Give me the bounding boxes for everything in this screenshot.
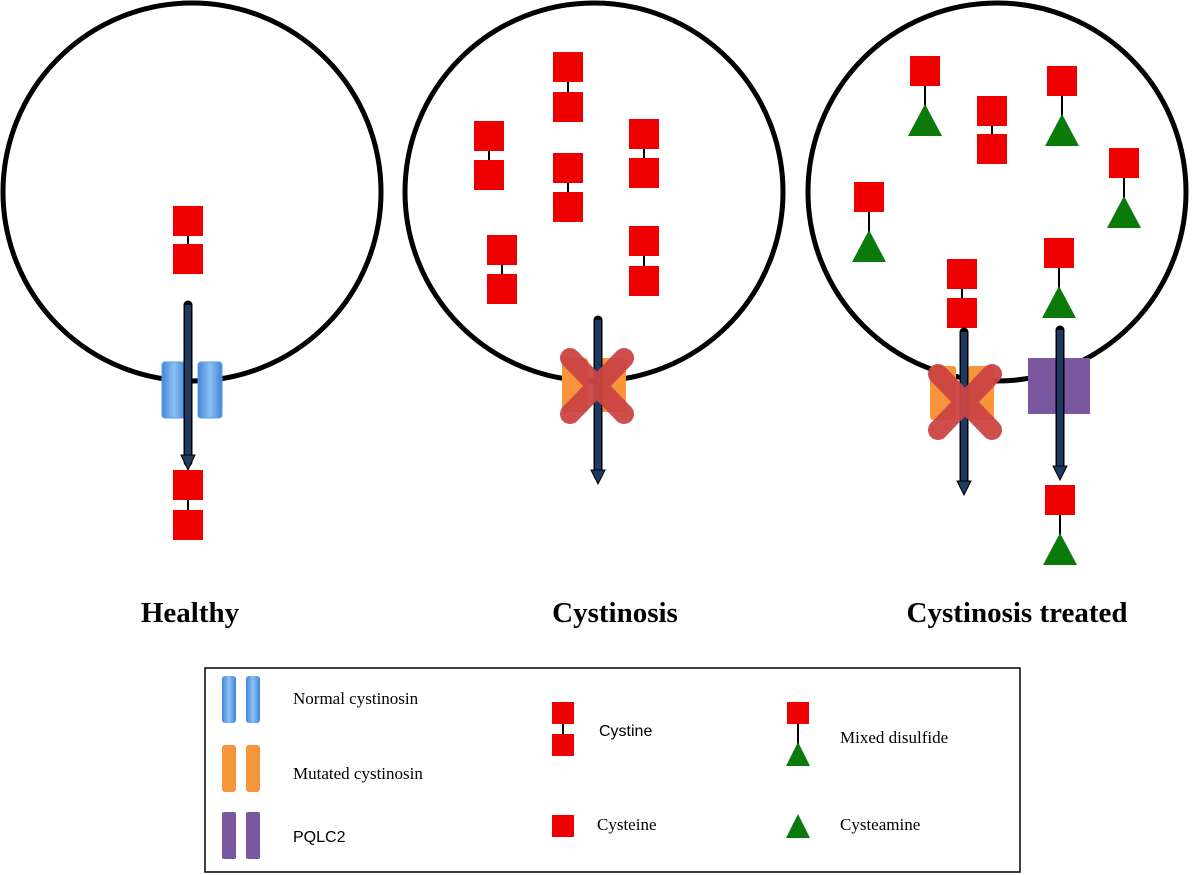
- cysteine-swatch: [552, 815, 574, 837]
- legend-item-pqlc2: PQLC2: [222, 812, 346, 859]
- panel-healthy: Healthy: [0, 0, 384, 629]
- legend-label-cystine: Cystine: [599, 723, 652, 740]
- legend-label-normal-cystinosin: Normal cystinosin: [293, 689, 419, 708]
- legend-box: [204, 667, 1021, 873]
- mixed-disulfide-molecule: [1107, 148, 1141, 228]
- normal-cystinosin-transporter: [161, 361, 223, 419]
- cystine-molecule: [173, 206, 203, 274]
- legend-label-mixed-disulfide: Mixed disulfide: [840, 728, 948, 747]
- legend: Normal cystinosin Mutated cystinosin PQL…: [204, 667, 1021, 873]
- cystine-molecule: [487, 235, 517, 304]
- panel-cystinosis: Cystinosis: [402, 0, 786, 629]
- caption-cystinosis-treated: Cystinosis treated: [907, 597, 1128, 629]
- mixed-disulfide-swatch: [787, 702, 809, 724]
- legend-label-pqlc2: PQLC2: [293, 829, 346, 846]
- cystine-molecule: [629, 226, 659, 296]
- legend-item-cystine: Cystine: [552, 702, 652, 756]
- legend-item-mixed-disulfide: Mixed disulfide: [786, 702, 948, 766]
- normal-cystinosin-swatch: [222, 676, 236, 723]
- legend-label-mutated-cystinosin: Mutated cystinosin: [293, 764, 423, 783]
- blocked-x-icon: [560, 348, 634, 424]
- blocked-x-icon: [928, 364, 1002, 440]
- cystine-molecule: [553, 52, 583, 122]
- mixed-disulfide-molecule: [1043, 485, 1077, 565]
- pqlc2-transporter: [1028, 358, 1090, 414]
- panel-cystinosis-treated: Cystinosis treated: [805, 0, 1189, 629]
- cystine-molecule: [947, 259, 977, 328]
- legend-item-cysteine: Cysteine: [552, 815, 657, 837]
- pqlc2-swatch: [222, 812, 236, 859]
- cystine-molecule: [553, 153, 583, 222]
- mixed-disulfide-molecule: [1045, 66, 1079, 146]
- mutated-cystinosin-swatch: [222, 745, 236, 792]
- mixed-disulfide-molecule: [908, 56, 942, 136]
- cysteamine-swatch: [786, 814, 810, 838]
- caption-healthy: Healthy: [141, 597, 240, 629]
- legend-label-cysteine: Cysteine: [597, 815, 657, 834]
- cystine-molecule: [977, 96, 1007, 164]
- cystine-molecule: [173, 470, 203, 540]
- mixed-disulfide-molecule: [1042, 238, 1076, 318]
- cystine-molecule: [629, 119, 659, 188]
- legend-item-normal-cystinosin: Normal cystinosin: [222, 676, 419, 723]
- legend-item-cysteamine: Cysteamine: [786, 814, 920, 838]
- cystine-swatch: [552, 702, 574, 724]
- caption-cystinosis: Cystinosis: [552, 597, 678, 629]
- mixed-disulfide-molecule: [852, 182, 886, 262]
- cystine-molecule: [474, 121, 504, 190]
- legend-item-mutated-cystinosin: Mutated cystinosin: [222, 745, 423, 792]
- legend-label-cysteamine: Cysteamine: [840, 815, 920, 834]
